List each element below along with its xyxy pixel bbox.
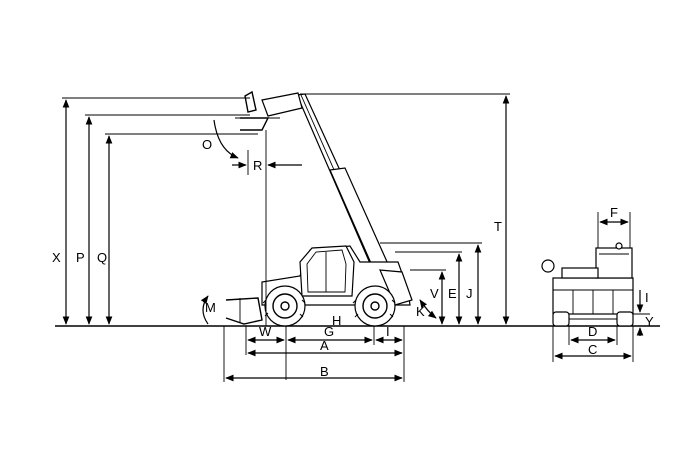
label-q: Q: [97, 250, 107, 265]
label-f: F: [610, 205, 618, 220]
label-k: K: [416, 304, 425, 319]
label-i-side: I: [386, 324, 390, 339]
label-c: C: [588, 342, 597, 357]
label-g: G: [324, 324, 334, 339]
label-o: O: [202, 137, 212, 152]
telehandler-front-view: [541, 242, 634, 327]
reach-dimension-r: [232, 130, 302, 326]
angle-k-arc: [419, 299, 437, 319]
label-r: R: [253, 158, 262, 173]
height-dimension-t: [300, 93, 510, 325]
label-b: B: [320, 364, 329, 379]
label-e: E: [448, 286, 457, 301]
height-dimensions-left: [62, 97, 258, 325]
label-p: P: [76, 250, 85, 265]
label-d: D: [588, 324, 597, 339]
angle-o-arc: [213, 119, 239, 159]
width-dimensions: [552, 212, 650, 362]
telehandler-side-view: [225, 90, 413, 327]
label-w: W: [259, 324, 272, 339]
label-y: Y: [645, 314, 654, 329]
label-a: A: [320, 338, 329, 353]
label-t: T: [494, 219, 502, 234]
dimension-labels: X P Q O R T J E V M K W G H I A B F D C …: [52, 137, 654, 379]
label-j: J: [466, 286, 473, 301]
height-dimensions-jev: [380, 242, 482, 325]
label-h: H: [332, 313, 341, 328]
label-x: X: [52, 250, 61, 265]
label-i-front: I: [645, 290, 649, 305]
label-m: M: [205, 300, 216, 315]
angle-m-arc: [200, 295, 209, 325]
length-dimensions: [223, 326, 405, 382]
label-v: V: [430, 286, 439, 301]
